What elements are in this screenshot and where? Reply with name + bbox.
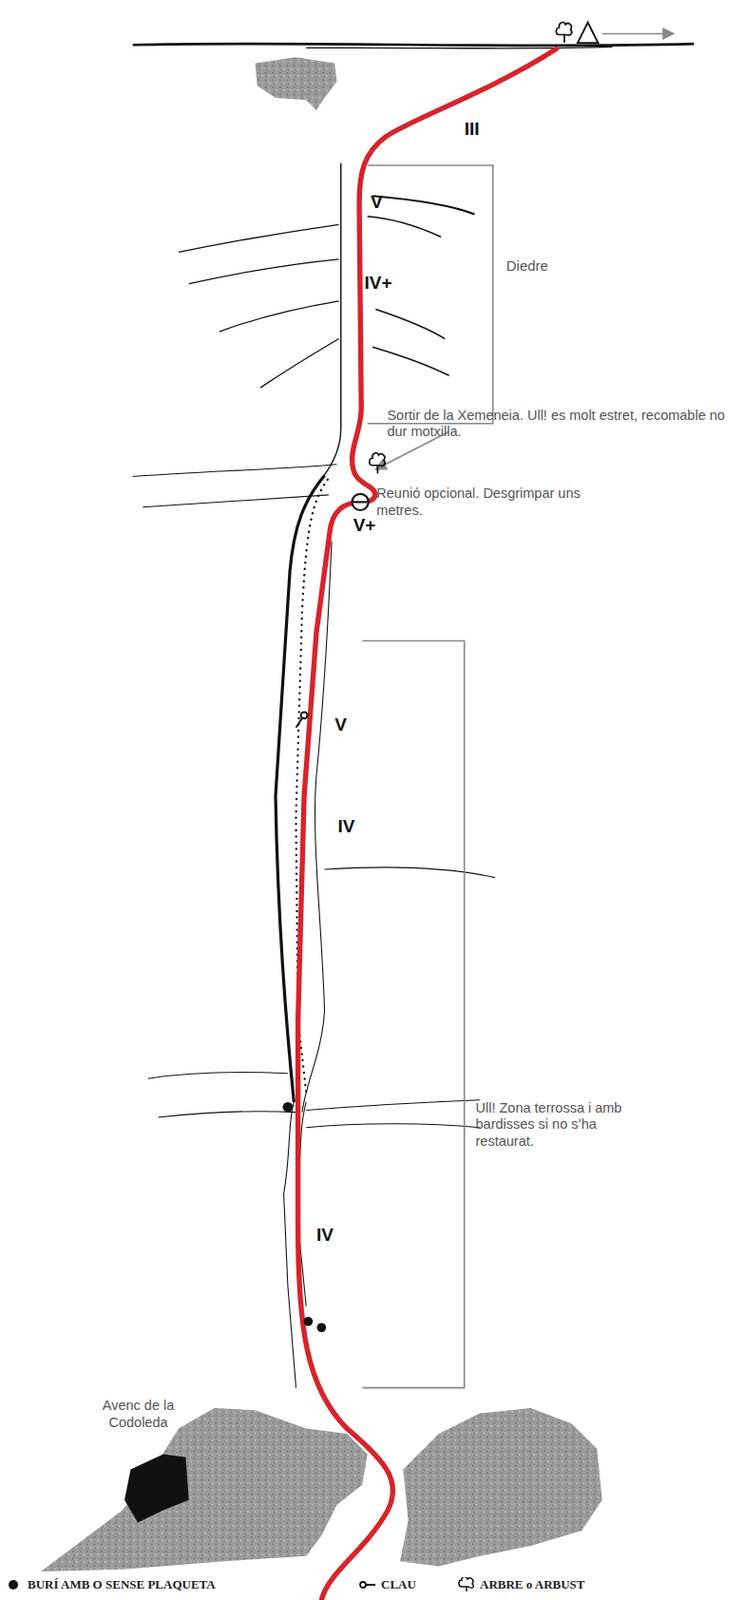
- warning-note: Ull! Zona terrossa i amb bardisses si no…: [476, 1100, 655, 1150]
- descent-arrow: [602, 33, 674, 36]
- route-note: Sortir de la Xemeneia. Ull! es molt estr…: [386, 407, 740, 441]
- cave-name: Avenc de la Codoleda: [90, 1397, 188, 1431]
- legend-text: CLAU: [381, 1577, 417, 1593]
- bolt: [283, 1102, 294, 1113]
- grade-label: IV: [338, 816, 356, 839]
- tree-icon: [555, 21, 572, 43]
- legend-item: BURÍ AMB O SENSE PLAQUETA: [5, 1577, 216, 1593]
- belay-symbol: [352, 494, 369, 511]
- top-edge: [133, 43, 695, 46]
- grade-label: V: [334, 714, 347, 737]
- legend-item: ARBRE o ARBUST: [457, 1577, 586, 1593]
- piton: [295, 711, 307, 727]
- rock: [255, 57, 338, 111]
- rock-features: [133, 163, 496, 1389]
- grade-label: IV+: [363, 272, 392, 295]
- climbing-route: [298, 49, 557, 1600]
- legend-symbol: [5, 1577, 23, 1593]
- summit-triangle: [577, 22, 598, 43]
- legend-symbol: [457, 1577, 476, 1593]
- cave-mouth: [124, 1453, 190, 1523]
- section-bracket: [362, 640, 464, 1388]
- grade-label: V+: [353, 515, 377, 537]
- rock: [40, 1408, 368, 1572]
- grade-label: IV: [316, 1224, 334, 1247]
- grade-label: V: [370, 191, 383, 214]
- legend-text: BURÍ AMB O SENSE PLAQUETA: [27, 1577, 216, 1593]
- legend-item: CLAU: [359, 1577, 417, 1593]
- bolt: [317, 1322, 327, 1333]
- legend-symbol: [359, 1577, 377, 1593]
- section-bracket: [367, 165, 494, 424]
- rock: [400, 1408, 603, 1566]
- grade-label: III: [464, 118, 480, 141]
- legend-text: ARBRE o ARBUST: [479, 1577, 586, 1593]
- tree-icon: [369, 453, 385, 475]
- section-name: Diedre: [506, 257, 549, 275]
- belay-note: Reunió opcional. Desgrimpar uns metres.: [376, 485, 611, 519]
- bolt: [304, 1316, 314, 1327]
